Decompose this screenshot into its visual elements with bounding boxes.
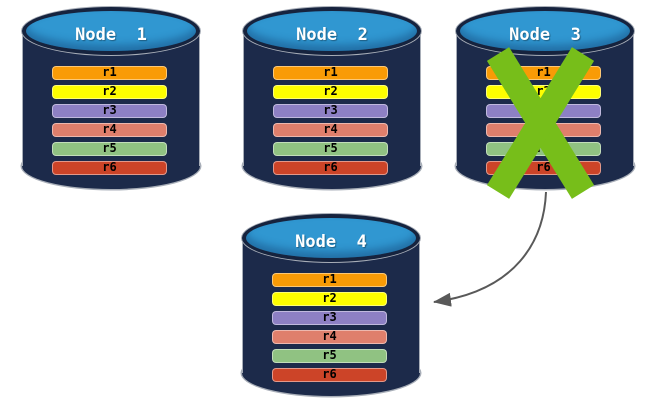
row-r1: r1 [272, 273, 387, 287]
row-r3: r3 [273, 104, 388, 118]
row-r1: r1 [273, 66, 388, 80]
cylinder-top [22, 7, 200, 55]
row-r3: r3 [52, 104, 167, 118]
row-r5: r5 [273, 142, 388, 156]
database-node-1: Node 1 r1 r2 r3 r4 r5 r6 [22, 7, 200, 189]
node-title: Node 3 [509, 25, 581, 45]
database-node-4: Node 4 r1 r2 r3 r4 r5 r6 [242, 214, 420, 396]
row-r4: r4 [52, 123, 167, 137]
node-title: Node 2 [296, 25, 368, 45]
failover-arrow [433, 191, 547, 307]
node-title: Node 4 [295, 232, 367, 252]
row-list: r1 r2 r3 r4 r5 r6 [272, 273, 387, 387]
row-r6: r6 [272, 368, 387, 382]
row-list: r1 r2 r3 r4 r5 r6 [273, 66, 388, 180]
row-r4: r4 [272, 330, 387, 344]
node-title: Node 1 [75, 25, 147, 45]
failure-x-icon [486, 47, 595, 199]
row-r5: r5 [272, 349, 387, 363]
row-r2: r2 [272, 292, 387, 306]
row-r2: r2 [52, 85, 167, 99]
row-r3: r3 [272, 311, 387, 325]
row-r4: r4 [273, 123, 388, 137]
row-r2: r2 [273, 85, 388, 99]
database-node-2: Node 2 r1 r2 r3 r4 r5 r6 [243, 7, 421, 189]
row-r5: r5 [52, 142, 167, 156]
row-r6: r6 [273, 161, 388, 175]
row-r1: r1 [52, 66, 167, 80]
cylinder-top [242, 214, 420, 262]
cylinder-top [456, 7, 634, 55]
row-list: r1 r2 r3 r4 r5 r6 [52, 66, 167, 180]
cylinder-top [243, 7, 421, 55]
row-r6: r6 [52, 161, 167, 175]
